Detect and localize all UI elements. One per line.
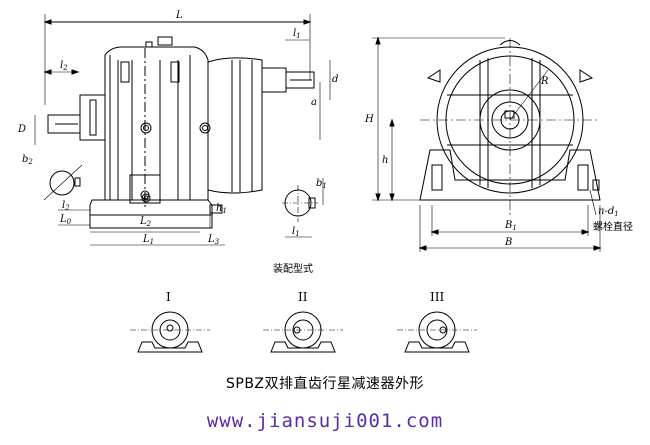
label-L1: L1: [142, 234, 154, 246]
label-L0: L0: [59, 214, 72, 226]
variant-III-label: III: [430, 290, 444, 304]
label-n-d1: n-d1: [598, 206, 619, 218]
label-l1-section: l1: [292, 226, 300, 238]
label-b1: b1: [316, 178, 327, 190]
label-b2: b2: [22, 154, 33, 166]
website-footer[interactable]: www.jiansuji001.com: [206, 410, 444, 432]
label-h1: h1: [216, 203, 227, 215]
label-H: H: [364, 114, 374, 125]
assembly-type-label: 装配型式: [273, 262, 313, 275]
figure-caption: SPBZ双排直齿行星减速器外形: [225, 376, 425, 392]
label-bolt-diameter: 螺栓直径: [593, 220, 633, 233]
variant-I: [130, 311, 210, 353]
variant-I-label: I: [166, 290, 171, 304]
side-view: [34, 14, 331, 246]
variant-II-label: II: [298, 290, 308, 304]
label-D: D: [17, 124, 26, 135]
variant-III: [397, 311, 477, 353]
front-view: [372, 36, 602, 252]
label-L2: L2: [139, 216, 152, 228]
side-view-labels: L l1 l2 d a D b2 l2 L0 L2 L1 L3 h1: [17, 10, 338, 246]
label-h: h: [382, 155, 388, 166]
label-l2: l2: [60, 60, 68, 72]
shaft-section-view: [282, 178, 324, 238]
label-L: L: [175, 10, 183, 21]
label-d: d: [332, 74, 338, 85]
section-labels: b1 l1: [292, 178, 327, 238]
label-B1: B1: [504, 220, 517, 232]
label-B: B: [504, 237, 512, 248]
label-R: R: [540, 76, 549, 87]
label-L3: L3: [207, 234, 220, 246]
label-a: a: [311, 97, 317, 108]
front-view-labels: R H h B1 B n-d1 螺栓直径: [364, 76, 633, 248]
label-l1: l1: [293, 28, 301, 40]
variant-II: [263, 311, 343, 353]
label-l2-lower: l2: [62, 200, 70, 212]
